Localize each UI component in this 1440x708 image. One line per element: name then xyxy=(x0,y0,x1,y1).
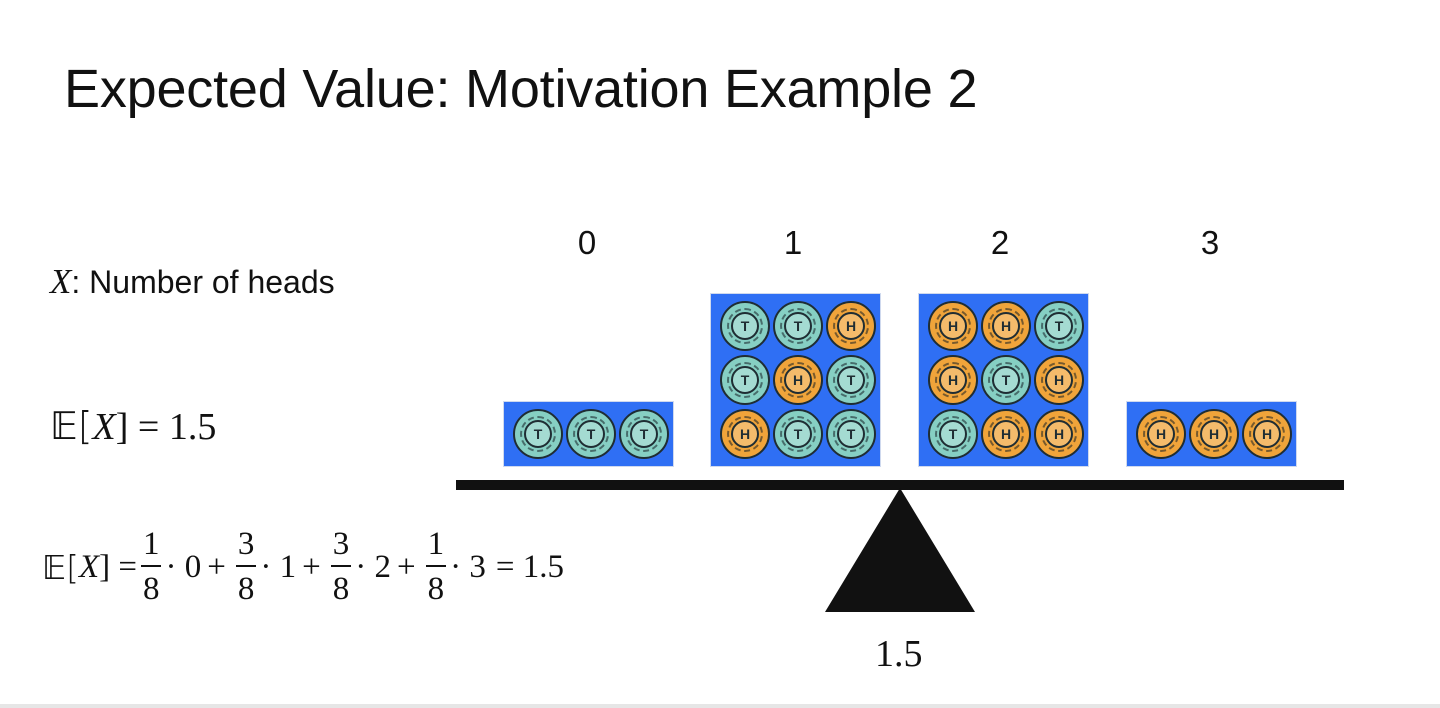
fraction-denominator: 8 xyxy=(143,567,160,606)
coin-face-letter: T xyxy=(784,312,812,340)
formula-term-value: · 2 xyxy=(355,549,391,586)
coin-face-letter: T xyxy=(939,420,967,448)
random-variable-definition: X: Number of heads xyxy=(50,262,335,302)
formula-lhs-open: 𝔼[ xyxy=(42,548,79,587)
heads-coin-icon: H xyxy=(720,409,770,459)
heads-coin-icon: H xyxy=(1034,355,1084,405)
fraction-numerator: 3 xyxy=(331,528,352,567)
fraction-denominator: 8 xyxy=(333,567,350,606)
fraction-numerator: 3 xyxy=(236,528,257,567)
slide-title: Expected Value: Motivation Example 2 xyxy=(64,58,977,120)
tails-coin-icon: T xyxy=(928,409,978,459)
tails-coin-icon: T xyxy=(513,409,563,459)
heads-coin-icon: H xyxy=(928,355,978,405)
fulcrum-value: 1.5 xyxy=(875,632,923,676)
plus-sign: + xyxy=(397,549,416,586)
coin-face-letter: T xyxy=(837,420,865,448)
coin-face-letter: T xyxy=(731,366,759,394)
heads-coin-icon: H xyxy=(981,301,1031,351)
coin-face-letter: T xyxy=(1045,312,1073,340)
category-label-1: 1 xyxy=(763,224,823,262)
coin-face-letter: T xyxy=(731,312,759,340)
formula-term-value: · 3 xyxy=(450,549,486,586)
heads-coin-icon: H xyxy=(981,409,1031,459)
heads-coin-icon: H xyxy=(826,301,876,351)
coin-face-letter: H xyxy=(1045,420,1073,448)
random-variable-description: : Number of heads xyxy=(71,264,334,300)
heads-coin-icon: H xyxy=(1136,409,1186,459)
expectation-var: X xyxy=(93,406,116,448)
coin-face-letter: H xyxy=(1147,420,1175,448)
random-variable-symbol: X xyxy=(50,262,71,301)
heads-coin-icon: H xyxy=(1189,409,1239,459)
coin-face-letter: T xyxy=(992,366,1020,394)
coin-face-letter: T xyxy=(784,420,812,448)
coin-face-letter: H xyxy=(1045,366,1073,394)
tails-coin-icon: T xyxy=(720,301,770,351)
tails-coin-icon: T xyxy=(619,409,669,459)
coin-face-letter: H xyxy=(837,312,865,340)
slide-bottom-edge xyxy=(0,704,1440,708)
coin-face-letter: H xyxy=(1200,420,1228,448)
formula-term-value: · 1 xyxy=(260,549,296,586)
expected-value-statement: 𝔼[X] = 1.5 xyxy=(50,404,216,449)
tails-coin-icon: T xyxy=(981,355,1031,405)
fraction-denominator: 8 xyxy=(238,567,255,606)
coin-face-letter: T xyxy=(630,420,658,448)
coin-face-letter: H xyxy=(1253,420,1281,448)
plus-sign: + xyxy=(207,549,226,586)
fraction-numerator: 1 xyxy=(141,528,162,567)
category-label-3: 3 xyxy=(1180,224,1240,262)
coin-face-letter: T xyxy=(837,366,865,394)
plus-sign: + xyxy=(302,549,321,586)
tails-coin-icon: T xyxy=(826,355,876,405)
fraction-denominator: 8 xyxy=(428,567,445,606)
coin-face-letter: H xyxy=(992,312,1020,340)
heads-coin-icon: H xyxy=(773,355,823,405)
formula-lhs-close: ] = xyxy=(99,549,137,586)
coin-face-letter: H xyxy=(731,420,759,448)
tails-coin-icon: T xyxy=(720,355,770,405)
category-label-0: 0 xyxy=(557,224,617,262)
expectation-open: 𝔼[ xyxy=(50,404,93,448)
fulcrum-triangle-icon xyxy=(820,486,980,616)
coin-face-letter: T xyxy=(524,420,552,448)
coin-face-letter: H xyxy=(939,366,967,394)
fraction-numerator: 1 xyxy=(426,528,447,567)
coin-face-letter: T xyxy=(577,420,605,448)
coin-face-letter: H xyxy=(784,366,812,394)
heads-coin-icon: H xyxy=(1034,409,1084,459)
tails-coin-icon: T xyxy=(566,409,616,459)
tails-coin-icon: T xyxy=(826,409,876,459)
heads-coin-icon: H xyxy=(1242,409,1292,459)
heads-coin-icon: H xyxy=(928,301,978,351)
coin-face-letter: H xyxy=(992,420,1020,448)
tails-coin-icon: T xyxy=(773,301,823,351)
formula-lhs-var: X xyxy=(79,549,99,586)
formula-term-value: · 0 xyxy=(165,549,201,586)
tails-coin-icon: T xyxy=(1034,301,1084,351)
category-label-2: 2 xyxy=(970,224,1030,262)
expectation-result: ] = 1.5 xyxy=(116,406,217,448)
coin-face-letter: H xyxy=(939,312,967,340)
tails-coin-icon: T xyxy=(773,409,823,459)
formula-result: = 1.5 xyxy=(496,549,564,586)
